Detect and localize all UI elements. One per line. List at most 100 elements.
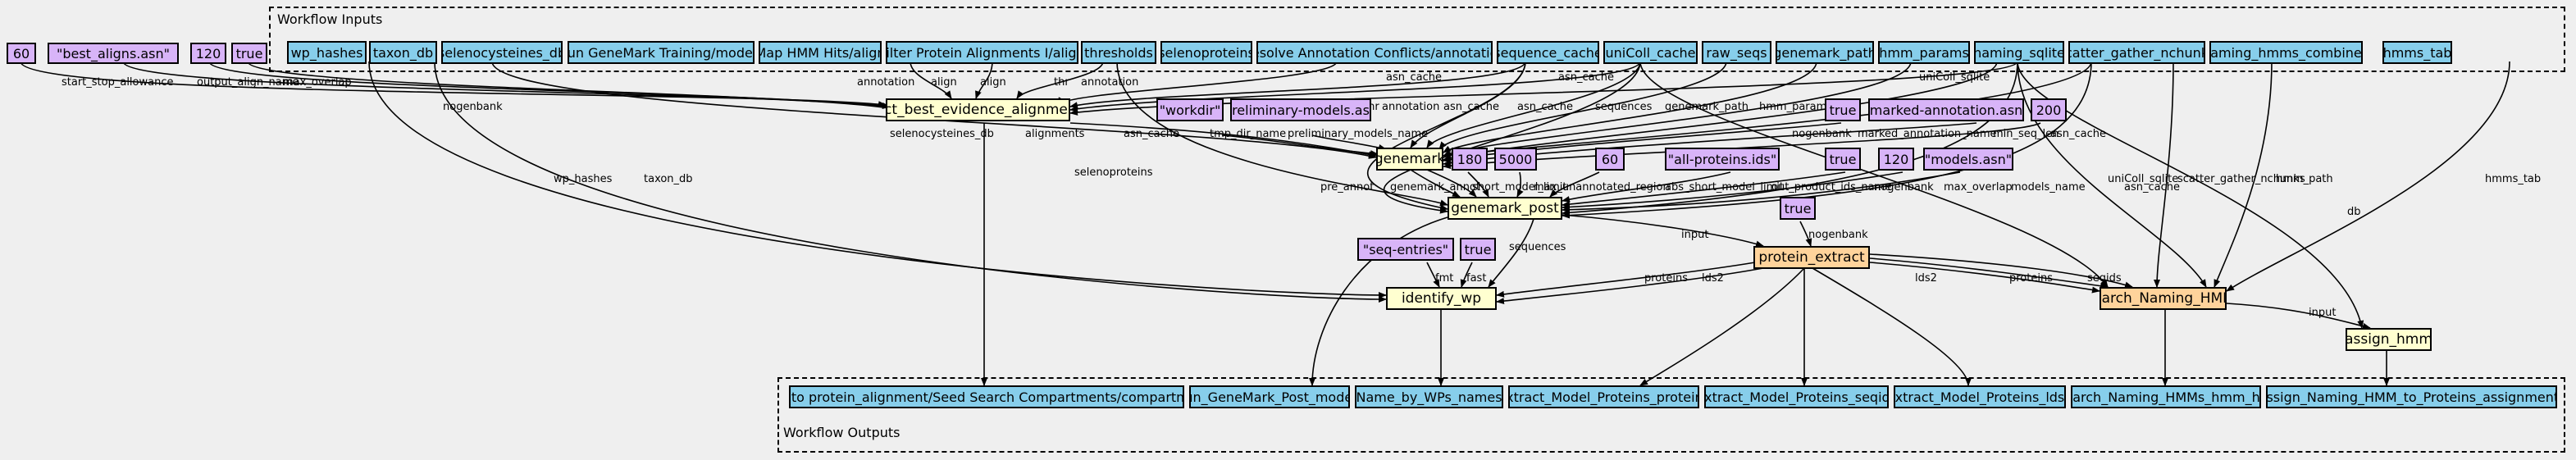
subworkflow-protein-extract[interactable]: protein_extract xyxy=(1753,246,1870,269)
task-bact-best-evidence-alignments[interactable]: bact_best_evidence_alignments xyxy=(886,98,1070,121)
edge xyxy=(1460,262,1473,288)
edge-label: annotation xyxy=(1081,76,1138,89)
edge xyxy=(1562,214,1764,248)
literal-best-aligns: "best_aligns.asn" xyxy=(48,43,179,64)
output-assign-naming-hmm-assignments[interactable]: Assign_Naming_HMM_to_Proteins_assignment… xyxy=(2266,385,2557,408)
edge-label: sequences xyxy=(1595,101,1653,113)
edge xyxy=(1799,221,1812,247)
edge-label: nogenbank xyxy=(1792,128,1852,140)
edge-label: asn_cache xyxy=(1443,101,1499,113)
edge xyxy=(1467,171,1489,198)
edge xyxy=(1438,61,1727,150)
edge xyxy=(2017,61,2364,329)
edge xyxy=(1311,134,1387,151)
edge xyxy=(1116,61,1448,207)
edge xyxy=(1069,61,1526,109)
edge xyxy=(1410,169,1461,198)
task-assign-hmm[interactable]: assign_hmm xyxy=(2346,328,2432,351)
workflow-inputs-cluster xyxy=(269,7,2565,72)
edge xyxy=(2226,303,2371,330)
edge-label: hmm_params xyxy=(1759,101,1832,113)
edge xyxy=(975,61,993,99)
input-scatter-gather-nchunks[interactable]: scatter_gather_nchunks xyxy=(2068,41,2205,64)
literal-workdir: "workdir" xyxy=(1156,98,1224,121)
edge-label: lds2 xyxy=(1702,272,1724,285)
edge-label: tmp_dir_name xyxy=(1210,128,1286,140)
edge xyxy=(1426,262,1440,288)
edge-label: short_model_limit xyxy=(1472,181,1566,194)
literal-60-b: 60 xyxy=(1595,148,1625,171)
edge-label: start_stop_allowance xyxy=(62,76,173,89)
edge xyxy=(1639,61,2109,288)
edge-label: abs_short_model_limit xyxy=(1665,181,1784,194)
edge-label: input xyxy=(2309,307,2336,319)
literal-models-asn: "models.asn" xyxy=(1923,148,2013,171)
literal-all-proteins: "all-proteins.ids" xyxy=(1665,148,1780,171)
edge xyxy=(2017,61,2207,288)
input-sequence-cache[interactable]: sequence_cache xyxy=(1497,41,1599,64)
input-naming-sqlite[interactable]: naming_sqlite xyxy=(1974,41,2064,64)
edge-label: annotation xyxy=(1382,101,1439,113)
edge-label: models_name xyxy=(2011,181,2086,194)
subworkflow-search-naming-hmms[interactable]: Search_Naming_HMMs xyxy=(2100,287,2227,310)
output-search-naming-hmms-hits[interactable]: Search_Naming_HMMs_hmm_hits xyxy=(2071,385,2261,408)
output-extract-model-proteins-proteins[interactable]: Extract_Model_Proteins_proteins xyxy=(1508,385,1699,408)
output-compartments[interactable]: goes to protein_alignment/Seed Search Co… xyxy=(789,385,1184,408)
edge xyxy=(247,61,899,112)
input-taxon-db[interactable]: taxon_db xyxy=(369,41,437,64)
edge-label: asn_cache xyxy=(1517,101,1573,113)
input-naming-hmms-combined[interactable]: naming_hmms_combined xyxy=(2209,41,2363,64)
edge-label: marked_annotation_name xyxy=(1858,128,1997,140)
edge xyxy=(1496,262,1756,298)
edge-label: min_seq_len xyxy=(1993,128,2059,140)
edge xyxy=(1057,61,1338,106)
edge-label: preliminary_models_name xyxy=(1288,128,1428,140)
input-map-hmm-hits[interactable]: Map HMM Hits/align xyxy=(759,41,882,64)
edge-label: genemark_annot xyxy=(1390,181,1480,194)
input-wp-hashes[interactable]: wp_hashes xyxy=(287,41,367,64)
literal-180: 180 xyxy=(1452,148,1488,171)
output-extract-model-proteins-seqids[interactable]: Extract_Model_Proteins_seqids xyxy=(1704,385,1889,408)
literal-true: true xyxy=(231,43,267,64)
edge xyxy=(1069,61,1641,112)
edge xyxy=(1549,171,1600,198)
edge-label: seqids xyxy=(2087,272,2122,285)
literal-marked-annotation: "marked-annotation.asn" xyxy=(1868,98,2024,121)
edge xyxy=(1426,61,1641,148)
input-filter-protein-alignments[interactable]: Filter Protein Alignments I/align xyxy=(886,41,1078,64)
literal-120: 120 xyxy=(190,43,226,64)
task-identify-wp[interactable]: identify_wp xyxy=(1386,287,1497,310)
edge-label: annotation xyxy=(857,76,914,89)
literal-true-b: true xyxy=(1825,98,1861,121)
input-raw-seqs[interactable]: raw_seqs xyxy=(1702,41,1771,64)
edge-label: input xyxy=(1681,229,1708,241)
input-thresholds[interactable]: thresholds xyxy=(1081,41,1156,64)
edge-label: out_product_ids_name xyxy=(1771,181,1891,194)
literal-seq-entries: "seq-entries" xyxy=(1357,238,1454,261)
workflow-outputs-cluster xyxy=(777,377,2565,453)
edge-label: uniColl_sqlite xyxy=(2108,173,2178,185)
input-selenoproteins[interactable]: selenoproteins xyxy=(1160,41,1252,64)
task-genemark-post[interactable]: genemark_post xyxy=(1448,197,1562,220)
edge-label: sequences xyxy=(1509,241,1566,253)
edge-label: max_unannotated_region xyxy=(1534,181,1670,194)
edge-label: thr xyxy=(1054,76,1069,89)
input-hmms-tab[interactable]: hmms_tab xyxy=(2382,41,2452,64)
output-extract-model-proteins-lds2[interactable]: Extract_Model_Proteins_lds2 xyxy=(1894,385,2066,408)
literal-true-d: true xyxy=(1780,197,1816,220)
edge-label: hmms_tab xyxy=(2485,173,2541,185)
input-resolve-annotation[interactable]: Resolve Annotation Conflicts/annotation xyxy=(1256,41,1493,64)
edge xyxy=(1516,171,1524,198)
input-genemark-path[interactable]: genemark_path xyxy=(1776,41,1874,64)
task-genemark[interactable]: genemark xyxy=(1376,148,1443,171)
edge-label: asn_cache xyxy=(2050,128,2106,140)
output-name-by-wps-names[interactable]: Name_by_WPs_names xyxy=(1355,385,1503,408)
input-unicoll-cache[interactable]: uniColl_cache xyxy=(1603,41,1698,64)
input-hmm-params[interactable]: hmm_params xyxy=(1878,41,1970,64)
edge xyxy=(491,61,1377,159)
input-selenocysteines-db[interactable]: selenocysteines_db xyxy=(441,41,563,64)
edge xyxy=(368,61,1387,298)
output-run-genemark-post-models[interactable]: Run_GeneMark_Post_models xyxy=(1189,385,1350,408)
input-run-genemark-training[interactable]: Run GeneMark Training/models xyxy=(568,41,755,64)
